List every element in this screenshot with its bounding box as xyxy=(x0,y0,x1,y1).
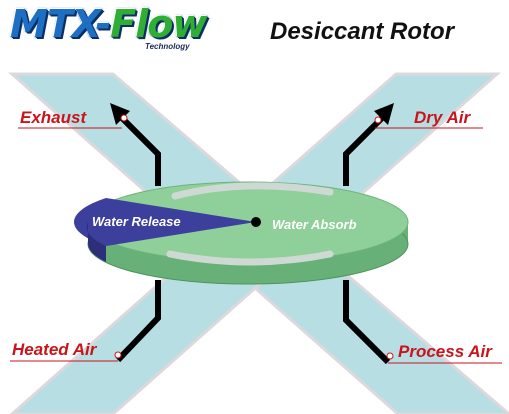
logo: MTX-Flow xyxy=(10,2,208,46)
process-air-callout-dot xyxy=(386,352,394,360)
dry-air-callout-dot xyxy=(374,116,382,124)
rotation-arc-bottom xyxy=(166,250,334,266)
process-air-flow-line xyxy=(343,280,391,365)
dry-air-arrowhead xyxy=(374,103,394,125)
label-water-release: Water Release xyxy=(92,214,181,229)
dry-air-flow-line xyxy=(343,115,385,186)
page-title: Desiccant Rotor xyxy=(270,18,455,45)
logo-main-text: MTX- xyxy=(10,2,111,46)
water-release-sector xyxy=(74,198,257,246)
label-dry-air: Dry Air xyxy=(414,108,471,127)
logo-subtitle: Technology xyxy=(145,42,190,51)
heated-air-flow-line xyxy=(115,280,161,363)
exhaust-callout-dot xyxy=(120,114,128,122)
exhaust-flow-line xyxy=(119,115,161,186)
exhaust-arrowhead xyxy=(110,103,130,125)
water-release-sector-side xyxy=(86,222,106,262)
label-exhaust: Exhaust xyxy=(20,108,87,127)
logo-accent-text: Flow xyxy=(110,2,207,46)
rotation-arc-top xyxy=(171,182,334,200)
label-heated-air: Heated Air xyxy=(12,340,97,359)
rotor-hub xyxy=(251,217,261,227)
label-process-air: Process Air xyxy=(398,342,492,361)
label-water-absorb: Water Absorb xyxy=(272,217,357,232)
heated-air-callout-dot xyxy=(114,351,122,359)
